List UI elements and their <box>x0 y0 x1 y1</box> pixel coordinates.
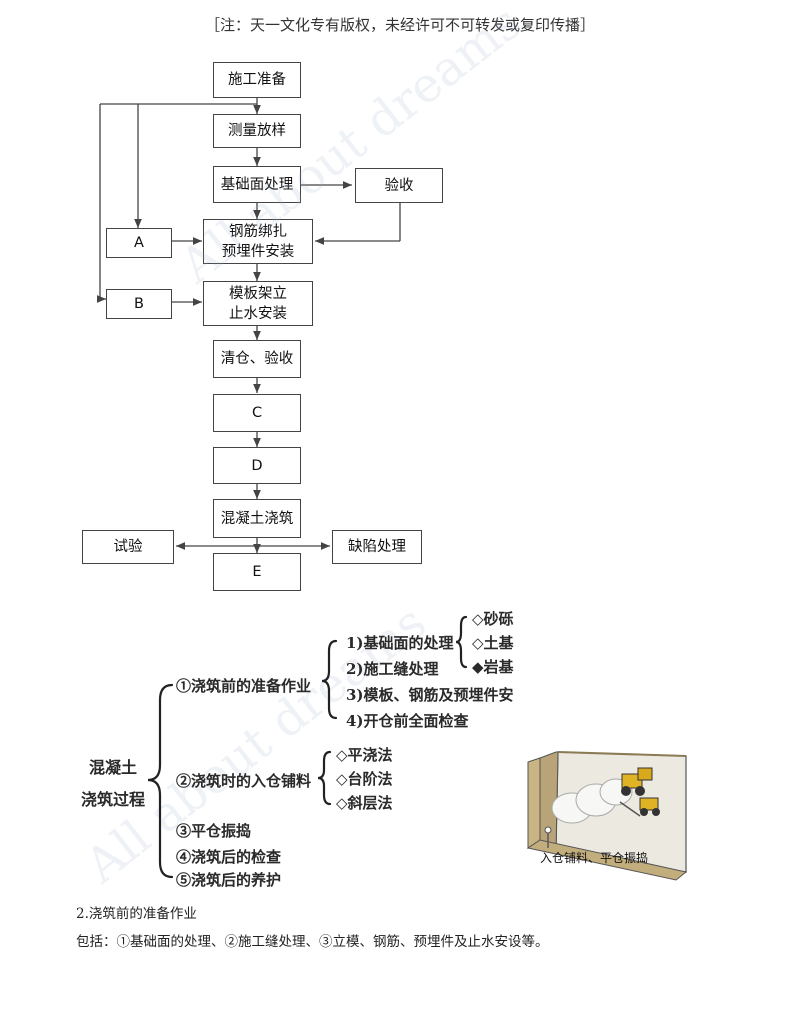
method-step: ◇台阶法 <box>336 770 393 788</box>
subtype-rock: ◆岩基 <box>472 658 514 676</box>
step-foundation-treatment: 基础面处理 <box>213 166 301 203</box>
rebar-line1: 钢筋绑扎 <box>229 223 287 240</box>
tree-branch-prep: ①浇筑前的准备作业 <box>176 677 312 695</box>
tree-branch-placement: ②浇筑时的入仓铺料 <box>176 772 312 790</box>
step-concrete-pouring: 混凝土浇筑 <box>213 499 301 538</box>
rebar-line2: 预埋件安装 <box>221 243 295 260</box>
side-box-a: A <box>106 228 172 258</box>
step-rebar-embedded: 钢筋绑扎 预埋件安装 <box>203 219 313 264</box>
prep-item-inspection: 4)开仓前全面检查 <box>346 712 469 730</box>
step-survey-layout: 测量放样 <box>213 114 301 148</box>
step-cleaning-acceptance: 清仓、验收 <box>213 340 301 378</box>
copyright-note: ［注：天一文化专有版权，未经许可不可转发或复印传播］ <box>204 16 595 34</box>
step-acceptance: 验收 <box>355 168 443 203</box>
flowchart-connectors <box>96 98 401 553</box>
illustration-caption: 入仓铺料、平仓振捣 <box>540 850 648 865</box>
subtype-soil: ◇土基 <box>472 634 514 652</box>
step-d: D <box>213 447 301 484</box>
step-e: E <box>213 553 301 591</box>
step-test: 试验 <box>82 530 174 564</box>
prep-item-foundation: 1)基础面的处理 <box>346 634 454 652</box>
subtype-gravel: ◇砂砾 <box>472 610 514 628</box>
tree-branch-vibration: ③平仓振捣 <box>176 822 252 840</box>
method-inclined: ◇斜层法 <box>336 794 393 812</box>
prep-item-formwork: 3)模板、钢筋及预埋件安 <box>346 686 514 704</box>
tree-branch-curing: ⑤浇筑后的养护 <box>176 871 282 889</box>
section-body: 包括：①基础面的处理、②施工缝处理、③立模、钢筋、预埋件及止水安设等。 <box>76 934 549 950</box>
step-construction-prep: 施工准备 <box>213 62 301 98</box>
tree-root-line1: 混凝土 <box>88 758 137 777</box>
section-heading: 2.浇筑前的准备作业 <box>76 906 197 922</box>
step-formwork-waterstop: 模板架立 止水安装 <box>203 281 313 326</box>
side-box-b: B <box>106 289 172 319</box>
step-c: C <box>213 394 301 432</box>
pouring-illustration: 入仓铺料、平仓振捣 <box>526 751 688 881</box>
prep-item-joint: 2)施工缝处理 <box>346 660 439 678</box>
tree-root-line2: 浇筑过程 <box>80 790 145 809</box>
tree-root: 混凝土 浇筑过程 <box>80 752 146 816</box>
foundation-subtypes: ◇砂砾 ◇土基 ◆岩基 <box>460 606 522 678</box>
method-flat: ◇平浇法 <box>336 746 393 764</box>
formwork-line1: 模板架立 <box>229 285 287 302</box>
formwork-line2: 止水安装 <box>229 305 287 322</box>
step-defect-treatment: 缺陷处理 <box>332 530 422 564</box>
tree-branch-inspection: ④浇筑后的检查 <box>176 848 282 866</box>
